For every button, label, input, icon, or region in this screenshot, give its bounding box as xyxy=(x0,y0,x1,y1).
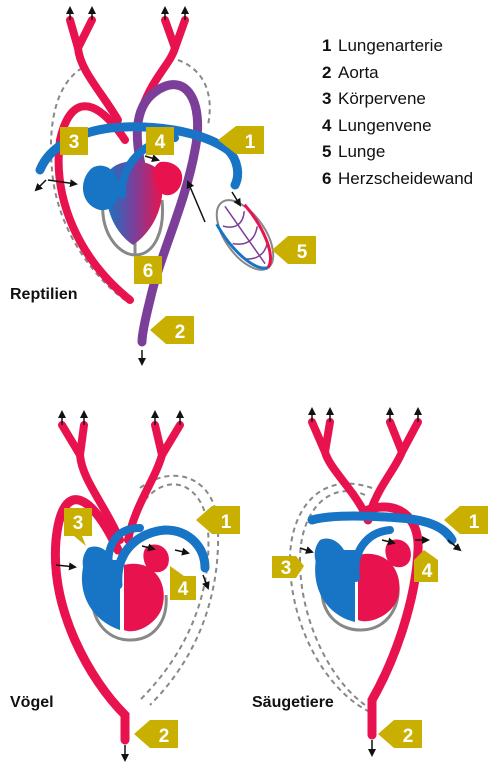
bird-diagram: 3 1 4 2 xyxy=(55,412,240,760)
mammal-tag-4-label: 4 xyxy=(422,561,433,582)
reptile-right-atrium xyxy=(83,166,119,211)
reptile-arrow-5 xyxy=(188,182,205,222)
reptile-tag-5: 5 xyxy=(272,236,316,264)
reptile-arrow-3 xyxy=(145,156,158,160)
reptile-tag-1-label: 1 xyxy=(245,132,256,153)
bird-tag-3: 3 xyxy=(64,508,92,546)
bird-tag-4: 4 xyxy=(170,566,196,600)
bird-tag-2: 2 xyxy=(134,720,178,748)
legend-label: Lunge xyxy=(338,142,385,161)
reptile-tag-6-label: 6 xyxy=(143,261,154,282)
bird-artery-top-right xyxy=(128,425,180,540)
mammal-tag-2-label: 2 xyxy=(403,726,414,747)
bird-tag-1: 1 xyxy=(196,506,240,534)
bird-tag-3-label: 3 xyxy=(73,513,84,534)
reptile-tag-2-label: 2 xyxy=(175,322,186,343)
reptile-diagram: 3 4 1 5 6 2 xyxy=(36,8,316,364)
bird-arrow-4 xyxy=(203,575,208,588)
caption-reptiles: Reptilien xyxy=(10,286,78,304)
bird-left-ventricle xyxy=(124,564,164,632)
legend-label: Herzscheidewand xyxy=(338,169,473,188)
bird-arrow-3 xyxy=(175,550,188,553)
bird-tag-2-label: 2 xyxy=(159,726,170,747)
caption-birds: Vögel xyxy=(10,694,54,712)
legend-number: 1 xyxy=(322,33,338,60)
reptile-tag-4: 4 xyxy=(146,127,174,155)
reptile-tag-3-label: 3 xyxy=(69,132,80,153)
caption-mammals: Säugetiere xyxy=(252,694,334,712)
legend-label: Körpervene xyxy=(338,89,426,108)
reptile-tag-6: 6 xyxy=(134,256,162,284)
legend-number: 4 xyxy=(322,113,338,140)
legend-label: Lungenvene xyxy=(338,116,432,135)
mammal-tag-1-label: 1 xyxy=(469,512,480,533)
legend-number: 6 xyxy=(322,166,338,193)
mammal-artery-top-left xyxy=(312,422,368,520)
reptile-tag-3: 3 xyxy=(60,127,88,155)
legend-number: 3 xyxy=(322,86,338,113)
legend-label: Aorta xyxy=(338,63,379,82)
reptile-tag-5-label: 5 xyxy=(297,242,308,263)
reptile-arrow-1 xyxy=(36,180,46,190)
legend-number: 2 xyxy=(322,60,338,87)
reptile-tag-2: 2 xyxy=(150,316,194,344)
legend-number: 5 xyxy=(322,139,338,166)
mammal-tag-3-label: 3 xyxy=(281,558,292,579)
mammal-tag-1: 1 xyxy=(444,506,488,534)
bird-tag-4-label: 4 xyxy=(178,579,189,600)
mammal-tag-2: 2 xyxy=(378,720,422,748)
reptile-lung xyxy=(206,191,285,279)
bird-tag-1-label: 1 xyxy=(221,512,232,533)
mammal-arrow-1 xyxy=(300,548,312,552)
reptile-tag-4-label: 4 xyxy=(155,132,166,153)
legend-label: Lungenarterie xyxy=(338,36,443,55)
